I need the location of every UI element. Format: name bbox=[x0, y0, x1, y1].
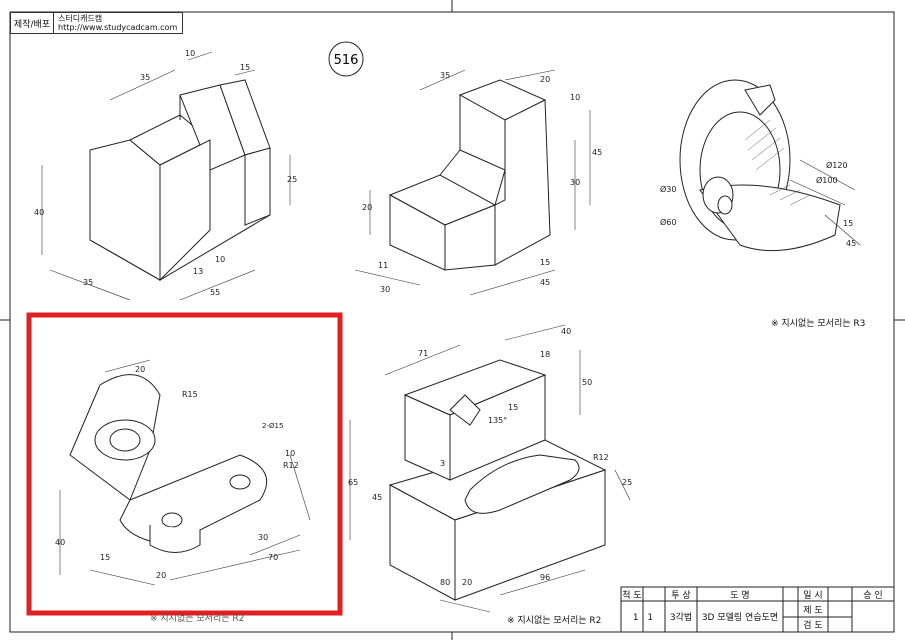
dim-label: 18 bbox=[540, 350, 550, 359]
view1-isometric bbox=[89, 79, 271, 282]
dim-label: Ø60 bbox=[660, 217, 676, 227]
dim-label: 20 bbox=[462, 578, 472, 587]
note-fillet-r3: ※ 지시없는 모서리는 R3 bbox=[771, 319, 866, 329]
header-label: 제작/배포 bbox=[11, 13, 54, 33]
dim-label: 30 bbox=[380, 285, 390, 294]
dim-label: 40 bbox=[561, 327, 571, 336]
dim-label: Ø100 bbox=[816, 175, 838, 185]
title-scale-label: 척 도 bbox=[622, 590, 641, 601]
dim-label: 35 bbox=[83, 278, 93, 287]
view4-isometric bbox=[69, 374, 268, 553]
header-block: 제작/배포 스터디캐드캠 http://www.studycadcam.com bbox=[10, 12, 183, 34]
dim-label: 10 bbox=[185, 49, 195, 58]
dim-label: 11 bbox=[378, 261, 388, 270]
dim-label: 15 bbox=[540, 258, 550, 267]
dim-label: 50 bbox=[582, 378, 592, 387]
dim-label: 3 bbox=[440, 459, 445, 468]
title-block bbox=[620, 586, 895, 633]
view3-isometric bbox=[679, 79, 841, 252]
dim-label: 30 bbox=[258, 533, 268, 542]
title-projection-value: 3각법 bbox=[670, 611, 692, 623]
dim-label: 135° bbox=[488, 416, 507, 425]
view4-dims bbox=[59, 359, 311, 586]
dim-label: R12 bbox=[593, 453, 609, 462]
dim-label: 45 bbox=[846, 239, 856, 248]
dim-label: 15 bbox=[843, 219, 853, 228]
dim-label: 40 bbox=[55, 538, 65, 547]
title-projection-label: 투 상 bbox=[671, 590, 690, 601]
dim-label: Ø120 bbox=[826, 160, 848, 170]
dim-label: 10 bbox=[215, 255, 225, 264]
dim-label: 13 bbox=[193, 267, 203, 276]
title-check-label: 검 도 bbox=[803, 619, 822, 631]
dim-label: 35 bbox=[440, 71, 450, 80]
header-url[interactable]: http://www.studycadcam.com bbox=[58, 23, 178, 32]
view1-dims bbox=[41, 51, 291, 301]
dim-label: 80 bbox=[440, 578, 450, 587]
highlight-frame bbox=[26, 312, 343, 616]
dim-label: 2-Ø15 bbox=[262, 422, 283, 430]
dim-label: 96 bbox=[540, 573, 550, 582]
note-fillet-r2-hidden: ※ 지시없는 모서리는 R2 bbox=[150, 614, 245, 624]
view2-isometric bbox=[388, 79, 551, 271]
drawing-number-circle bbox=[328, 41, 364, 77]
dim-label: 10 bbox=[285, 449, 295, 458]
dim-label: 20 bbox=[156, 571, 166, 580]
view3-hatch bbox=[744, 119, 811, 206]
dim-label: 15 bbox=[100, 553, 110, 562]
dim-label: Ø30 bbox=[660, 184, 676, 194]
view5-isometric bbox=[388, 359, 607, 601]
dim-label: 35 bbox=[140, 73, 150, 82]
title-drawing-label: 도 명 bbox=[730, 590, 749, 601]
dim-label: 15 bbox=[240, 63, 250, 72]
dim-label: 70 bbox=[268, 553, 278, 562]
dim-label: 15 bbox=[508, 403, 518, 412]
dim-label: R12 bbox=[283, 461, 299, 470]
dim-label: 10 bbox=[570, 93, 580, 102]
view3-dims bbox=[789, 159, 861, 246]
dim-label: 45 bbox=[540, 278, 550, 287]
title-scale-value: 1 : 1 bbox=[633, 613, 653, 623]
title-date-label: 일 시 bbox=[803, 590, 822, 601]
dim-label: 65 bbox=[348, 478, 358, 487]
dim-label: 20 bbox=[135, 365, 145, 374]
dim-label: 71 bbox=[418, 349, 428, 358]
dim-label: 45 bbox=[592, 148, 602, 157]
view5-dims bbox=[349, 324, 631, 613]
dim-label: 20 bbox=[362, 203, 372, 212]
dim-label: 20 bbox=[540, 75, 550, 84]
title-drawing-value: 3D 모델링 연습도면 bbox=[702, 611, 778, 623]
header-org-name: 스터디캐드캠 bbox=[58, 14, 103, 23]
dim-label: 30 bbox=[570, 178, 580, 187]
dim-label: 55 bbox=[210, 288, 220, 297]
dim-label: 25 bbox=[622, 478, 632, 487]
dim-label: 45 bbox=[372, 493, 382, 502]
note-fillet-r2: ※ 지시없는 모서리는 R2 bbox=[507, 616, 602, 626]
view2-dims bbox=[354, 69, 591, 296]
title-draw-label: 제 도 bbox=[803, 605, 822, 616]
header-info: 스터디캐드캠 http://www.studycadcam.com bbox=[54, 13, 182, 33]
drawing-number: 516 bbox=[334, 53, 359, 68]
dim-label: 25 bbox=[287, 175, 297, 184]
title-approve-label: 승 인 bbox=[863, 590, 882, 601]
dim-label: 40 bbox=[34, 208, 44, 217]
dim-label: R15 bbox=[182, 390, 198, 399]
